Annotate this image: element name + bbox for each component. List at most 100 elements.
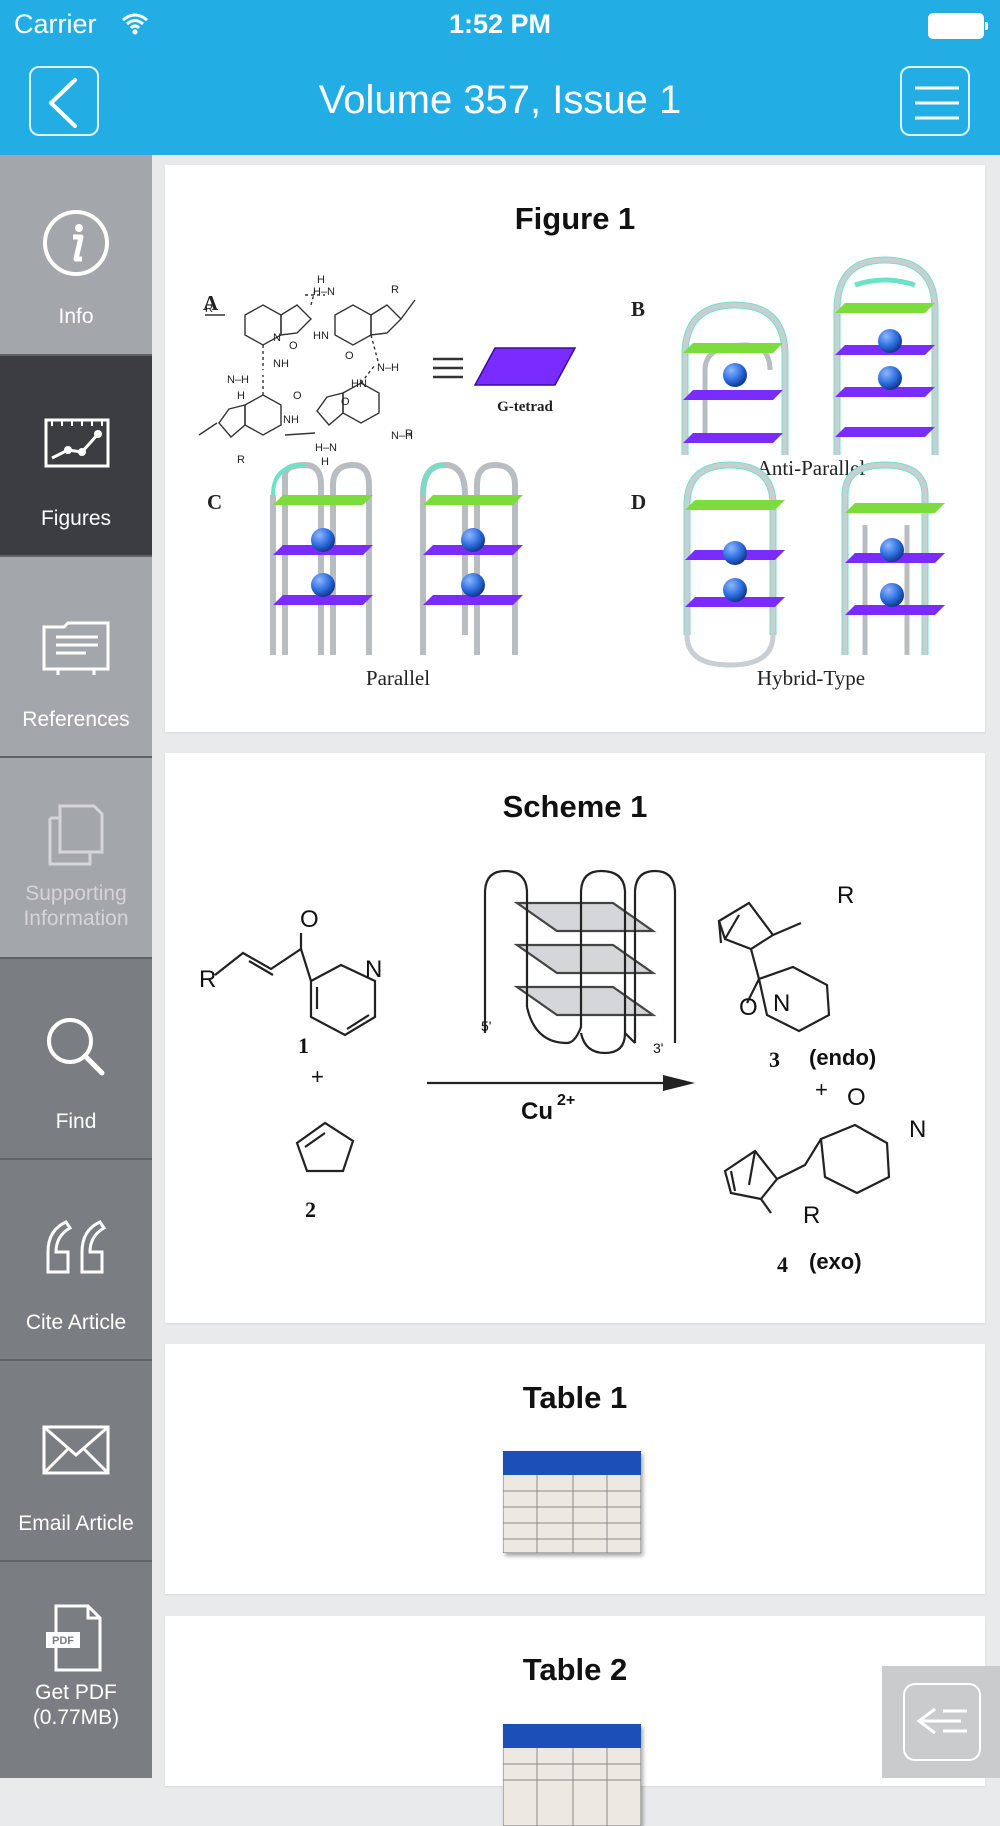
svg-text:N–H: N–H [227, 374, 249, 386]
parallel-caption: Parallel [366, 666, 430, 690]
info-icon [43, 210, 109, 276]
table-icon [503, 1451, 641, 1553]
svg-text:+: + [311, 1064, 324, 1089]
svg-text:R: R [803, 1202, 820, 1229]
g-tetrad-plate [473, 347, 577, 386]
sidebar-item-get-pdf[interactable]: PDF Get PDF (0.77MB) [0, 1562, 152, 1778]
g-tetrad-caption: G-tetrad [497, 399, 553, 415]
reaction-arrow-head [663, 1075, 695, 1091]
sidebar-item-email-article[interactable]: Email Article [0, 1361, 152, 1562]
compound-label-4: 4 [777, 1252, 788, 1277]
compound-label-2: 2 [305, 1197, 316, 1222]
parallel-structure-1 [270, 461, 373, 655]
sidebar-item-label: Email Article [18, 1512, 134, 1535]
svg-text:O: O [345, 350, 354, 362]
panel-label-b: B [631, 297, 645, 321]
table-card-2[interactable]: Table 2 [165, 1616, 985, 1826]
diels-alder-scheme: R O N 1 + 2 5' 3' Cu 2+ R N O 3 (endo) +… [199, 869, 926, 1277]
endo-label: (endo) [809, 1045, 876, 1070]
svg-text:N: N [909, 1116, 926, 1143]
status-bar: Carrier 1:52 PM [0, 0, 1000, 50]
svg-text:O: O [289, 340, 298, 352]
envelope-icon [42, 1425, 110, 1475]
equivalence-symbol [433, 357, 463, 379]
svg-text:+: + [815, 1077, 828, 1102]
hybrid-structure-1 [683, 461, 785, 668]
top-bar: Carrier 1:52 PM Volume 357, Issue 1 [0, 0, 1000, 155]
sidebar-item-label: Info [58, 305, 94, 328]
svg-text:NH: NH [273, 358, 289, 370]
svg-text:H: H [317, 274, 325, 286]
panel-label-d: D [631, 490, 646, 514]
back-button[interactable] [29, 66, 99, 136]
documents-icon [48, 804, 104, 866]
sidebar-item-label: References [22, 708, 130, 731]
g-quadruplex-figure: A B C D R H–N H N HN O O NH N–H [198, 256, 945, 690]
svg-text:HN: HN [313, 330, 329, 342]
svg-text:O: O [341, 396, 350, 408]
sidebar-item-cite-article[interactable]: Cite Article [0, 1160, 152, 1361]
sidebar-item-label: Find [55, 1110, 97, 1133]
sidebar-item-references[interactable]: References [0, 557, 152, 758]
svg-text:O: O [847, 1084, 866, 1111]
svg-text:N: N [273, 332, 281, 344]
chevron-left-icon [49, 78, 77, 128]
anti-parallel-structure-2 [833, 256, 939, 455]
figure-title: Figure 1 [514, 201, 636, 236]
compound-label-3: 3 [769, 1047, 780, 1072]
wifi-icon [122, 13, 148, 35]
svg-text:R: R [237, 454, 245, 466]
exo-label: (exo) [809, 1249, 862, 1274]
sidebar-item-figures[interactable]: Figures [0, 356, 152, 557]
svg-text:R: R [205, 303, 213, 315]
svg-text:N–H: N–H [391, 430, 413, 442]
svg-text:PDF: PDF [52, 1635, 74, 1647]
battery-icon [928, 13, 988, 39]
svg-text:HN: HN [351, 378, 367, 390]
svg-text:R: R [837, 882, 854, 909]
folder-icon [42, 621, 110, 675]
anti-parallel-structure-1 [681, 301, 789, 455]
sidebar-item-label: Cite Article [25, 1311, 127, 1334]
pdf-icon: PDF [46, 1604, 102, 1672]
carrier-label: Carrier [14, 9, 97, 39]
hybrid-structure-2 [841, 461, 945, 655]
panel-label-a: A [203, 291, 219, 315]
svg-text:H–N: H–N [315, 442, 337, 454]
catalyst-charge: 2+ [557, 1092, 575, 1109]
svg-text:O: O [739, 994, 758, 1021]
svg-text:H: H [237, 390, 245, 402]
svg-text:O: O [300, 906, 319, 933]
sidebar: Info Figures References Supporting Infor… [0, 155, 154, 1778]
table-title: Table 1 [522, 1380, 628, 1415]
sidebar-item-label: Supporting Information [23, 882, 129, 930]
sidebar-item-label: Get PDF (0.77MB) [32, 1681, 120, 1729]
svg-text:N–H: N–H [377, 362, 399, 374]
figure-card-1[interactable]: Figure 1 A B C D [165, 165, 985, 732]
svg-text:NH: NH [283, 414, 299, 426]
svg-text:3': 3' [653, 1040, 663, 1056]
parallel-structure-2 [420, 461, 523, 655]
menu-button[interactable] [900, 66, 970, 136]
svg-text:H–N: H–N [313, 286, 335, 298]
panel-label-c: C [207, 490, 222, 514]
figure-title: Scheme 1 [502, 789, 648, 824]
quote-icon [46, 1220, 107, 1274]
hamburger-menu-icon [915, 86, 959, 120]
sidebar-item-find[interactable]: Find [0, 959, 152, 1160]
collapse-panel-button[interactable] [882, 1666, 1000, 1778]
back-list-icon [916, 1707, 967, 1735]
svg-text:5': 5' [481, 1018, 491, 1034]
clock: 1:52 PM [448, 9, 552, 39]
search-icon [47, 1018, 105, 1076]
g-tetrad-structure [198, 289, 416, 438]
collapse-button-frame [903, 1683, 981, 1761]
table-title: Table 2 [522, 1652, 628, 1687]
sidebar-item-info[interactable]: Info [0, 155, 152, 356]
svg-text:H: H [321, 456, 329, 468]
figure-card-2[interactable]: Scheme 1 [165, 753, 985, 1323]
svg-text:R: R [391, 284, 399, 296]
table-card-1[interactable]: Table 1 [165, 1344, 985, 1594]
sidebar-item-supporting-information[interactable]: Supporting Information [0, 758, 152, 959]
svg-text:N: N [365, 956, 382, 983]
